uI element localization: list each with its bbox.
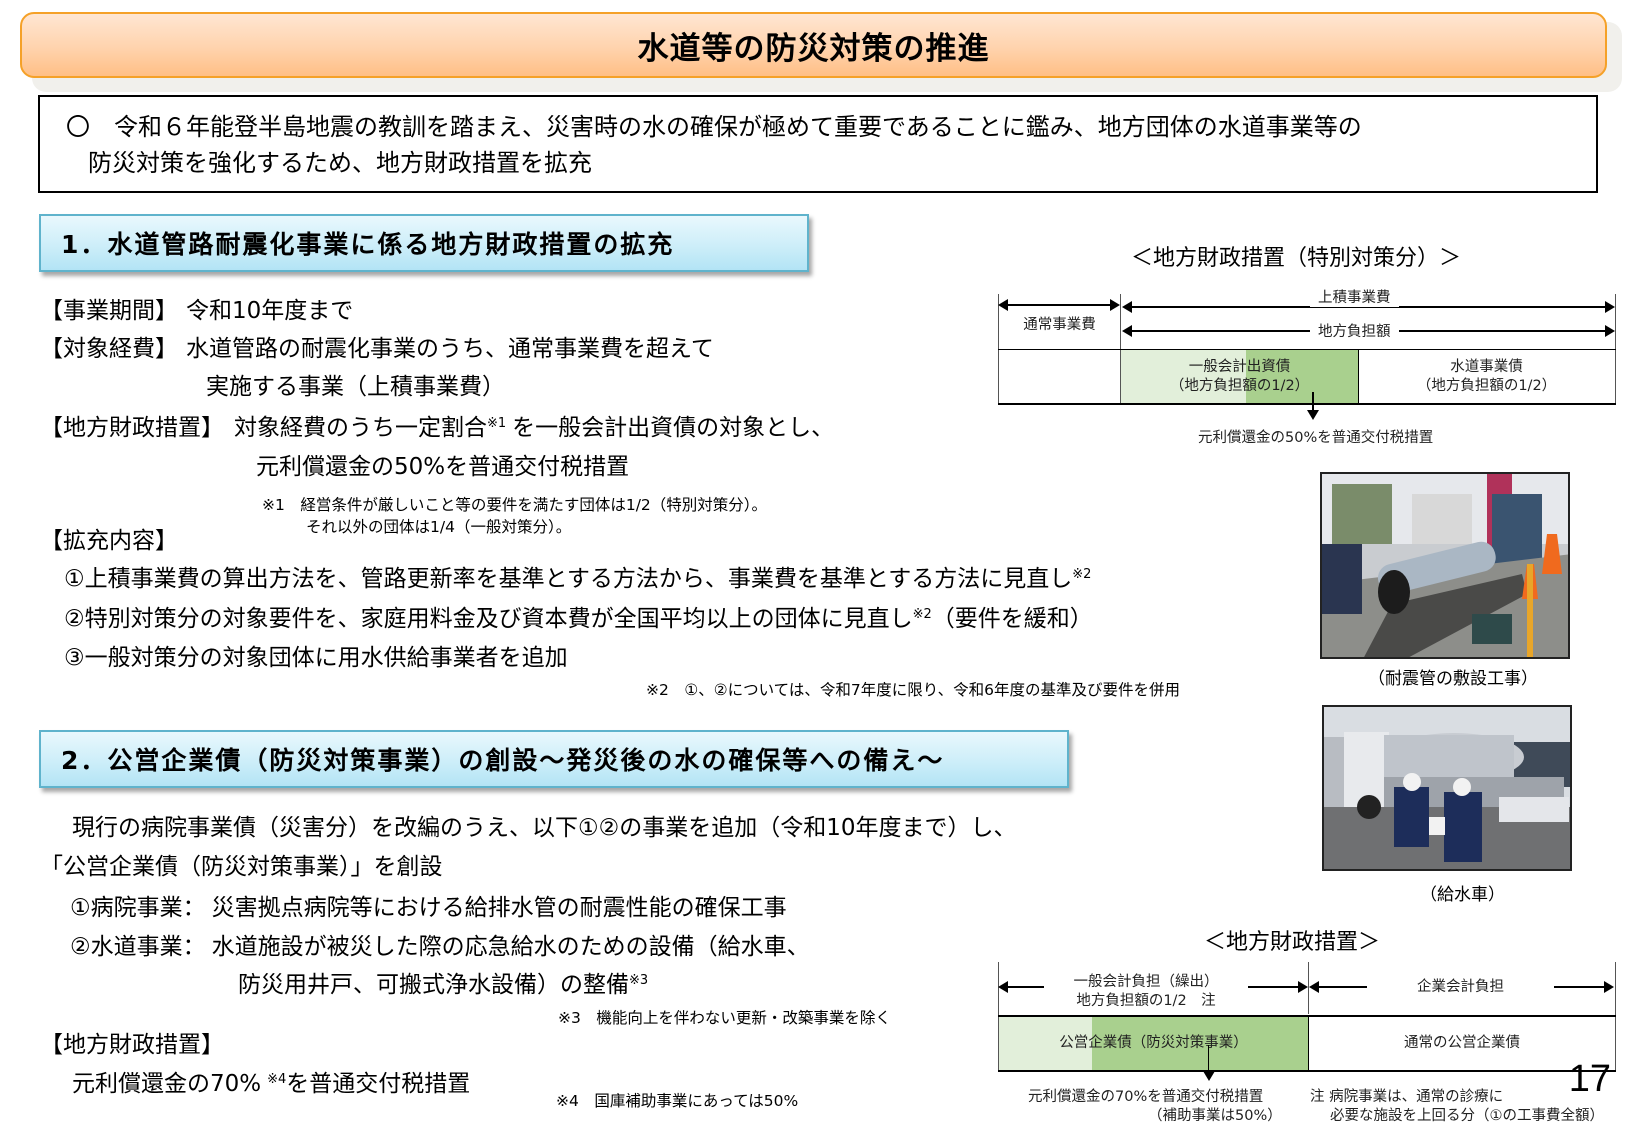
- section2-para-line-2: 「公営企業債（防災対策事業）」を創設: [40, 854, 443, 880]
- cost-value-1: 水道管路の耐震化事業のうち、通常事業費を超えて: [186, 336, 714, 362]
- general-burden-label: 一般会計負担（繰出）地方負担額の1/2 注: [1073, 974, 1219, 1009]
- diagram2-title: ＜地方財政措置＞: [1204, 930, 1381, 955]
- diagram2-note-left-1: 元利償還金の70%を普通交付税措置: [1028, 1085, 1264, 1106]
- section1-heading: 1．水道管路耐震化事業に係る地方財政措置の拡充: [39, 214, 809, 272]
- expand-item-3: ③一般対策分の対象団体に用水供給事業者を追加: [64, 645, 568, 671]
- fiscal-value-2: 元利償還金の50%を普通交付税措置: [256, 454, 630, 480]
- extra-cost-arrow: [1122, 301, 1615, 313]
- expand-label: 【拡充内容】: [40, 528, 178, 554]
- photo2-caption: （給水車）: [1420, 885, 1505, 905]
- item2-row: ②水道事業：水道施設が被災した際の応急給水のための設備（給水車、: [70, 932, 810, 962]
- page-title: 水道等の防災対策の推進: [637, 30, 990, 67]
- footnote-3: ※3 機能向上を伴わない更新・改築事業を除く: [558, 1009, 891, 1027]
- diagram2-note-right-1: 注 病院事業は、通常の診療に: [1310, 1085, 1504, 1106]
- general-bond-light: [1121, 350, 1246, 403]
- period-row: 【事業期間】令和10年度まで: [40, 296, 353, 326]
- title-banner: 水道等の防災対策の推進: [20, 12, 1607, 78]
- diagram1-title: ＜地方財政措置（特別対策分）＞: [1131, 246, 1462, 271]
- general-bond-label: 一般会計出資債（地方負担額の1/2）: [1169, 358, 1310, 394]
- section2-fiscal-value: 元利償還金の70%※4を普通交付税措置: [72, 1071, 471, 1097]
- item1-row: ①病院事業：災害拠点病院等における給排水管の耐震性能の確保工事: [70, 893, 787, 923]
- intro-line-2: 防災対策を強化するため、地方財政措置を拡充: [88, 149, 592, 177]
- section2-heading: 2．公営企業債（防災対策事業）の創設～発災後の水の確保等への備え～: [39, 730, 1069, 788]
- expand-item-1: ①上積事業費の算出方法を、管路更新率を基準とする方法から、事業費を基準とする方法…: [64, 566, 1092, 592]
- disaster-bond-label: 公営企業債（防災対策事業）: [1059, 1035, 1248, 1051]
- intro-line-1: 〇令和６年能登半島地震の教訓を踏まえ、災害時の水の確保が極めて重要であることに鑑…: [66, 109, 1576, 145]
- footnote-4: ※4 国庫補助事業にあっては50%: [556, 1092, 799, 1110]
- footnote-2: ※2 ①、②については、令和7年度に限り、令和6年度の基準及び要件を併用: [646, 681, 1180, 699]
- normal-cost-arrow: [998, 299, 1120, 311]
- water-truck-photo: [1322, 705, 1572, 871]
- pipe-construction-photo: [1320, 472, 1570, 659]
- item1-text: 災害拠点病院等における給排水管の耐震性能の確保工事: [211, 895, 787, 921]
- down-arrow: [1307, 392, 1319, 420]
- item2-text-1: 水道施設が被災した際の応急給水のための設備（給水車、: [211, 934, 810, 960]
- intro-box: 〇令和６年能登半島地震の教訓を踏まえ、災害時の水の確保が極めて重要であることに鑑…: [38, 95, 1598, 193]
- fiscal-label: 【地方財政措置】: [40, 415, 224, 441]
- pipe-construction-image: [1322, 474, 1568, 657]
- normal-bond-label: 通常の公営企業債: [1404, 1035, 1520, 1051]
- page-number: 17: [1568, 1058, 1611, 1100]
- photo1-caption: （耐震管の敷設工事）: [1368, 669, 1538, 689]
- item2-label: ②水道事業：: [70, 934, 206, 960]
- cost-label: 【対象経費】: [40, 336, 178, 362]
- cost-row: 【対象経費】水道管路の耐震化事業のうち、通常事業費を超えて: [40, 334, 714, 364]
- enterprise-burden-label: 企業会計負担: [1417, 978, 1504, 995]
- footnote-ref-1: ※1: [487, 416, 507, 431]
- period-value: 令和10年度まで: [186, 298, 354, 324]
- period-label: 【事業期間】: [40, 298, 178, 324]
- water-bond-label: 水道事業債（地方負担額の1/2）: [1416, 358, 1557, 394]
- section2-para-line-1: 現行の病院事業債（災害分）を改編のうえ、以下①②の事業を追加（令和10年度まで）…: [72, 815, 1017, 841]
- footnote-ref-3: ※3: [629, 973, 649, 988]
- footnote-ref-4: ※4: [267, 1072, 287, 1087]
- water-truck-image: [1324, 707, 1570, 869]
- footnote-1-line-1: ※1 経営条件が厳しいこと等の要件を満たす団体は1/2（特別対策分）。: [262, 496, 768, 514]
- bullet-circle-icon: 〇: [66, 113, 90, 141]
- general-bond-dark: [1246, 350, 1358, 403]
- normal-cost-label: 通常事業費: [1023, 316, 1096, 333]
- local-burden-label: 地方負担額: [1310, 320, 1399, 341]
- section2-fiscal-label: 【地方財政措置】: [40, 1032, 224, 1058]
- diagram2-note-left-2: （補助事業は50%）: [1148, 1104, 1282, 1125]
- cost-value-2: 実施する事業（上積事業費）: [206, 374, 505, 400]
- diagram2-note-right-2: 必要な施設を上回る分（①の工事費全額）: [1330, 1104, 1604, 1125]
- item1-label: ①病院事業：: [70, 895, 206, 921]
- item2-text-2: 防災用井戸、可搬式浄水設備）の整備※3: [238, 972, 649, 998]
- expand-item-2: ②特別対策分の対象要件を、家庭用料金及び資本費が全国平均以上の団体に見直し※2（…: [64, 606, 1093, 632]
- footnote-1-line-2: それ以外の団体は1/4（一般対策分）。: [306, 518, 572, 536]
- diagram1-note: 元利償還金の50%を普通交付税措置: [1198, 426, 1434, 447]
- extra-cost-label: 上積事業費: [1310, 286, 1399, 307]
